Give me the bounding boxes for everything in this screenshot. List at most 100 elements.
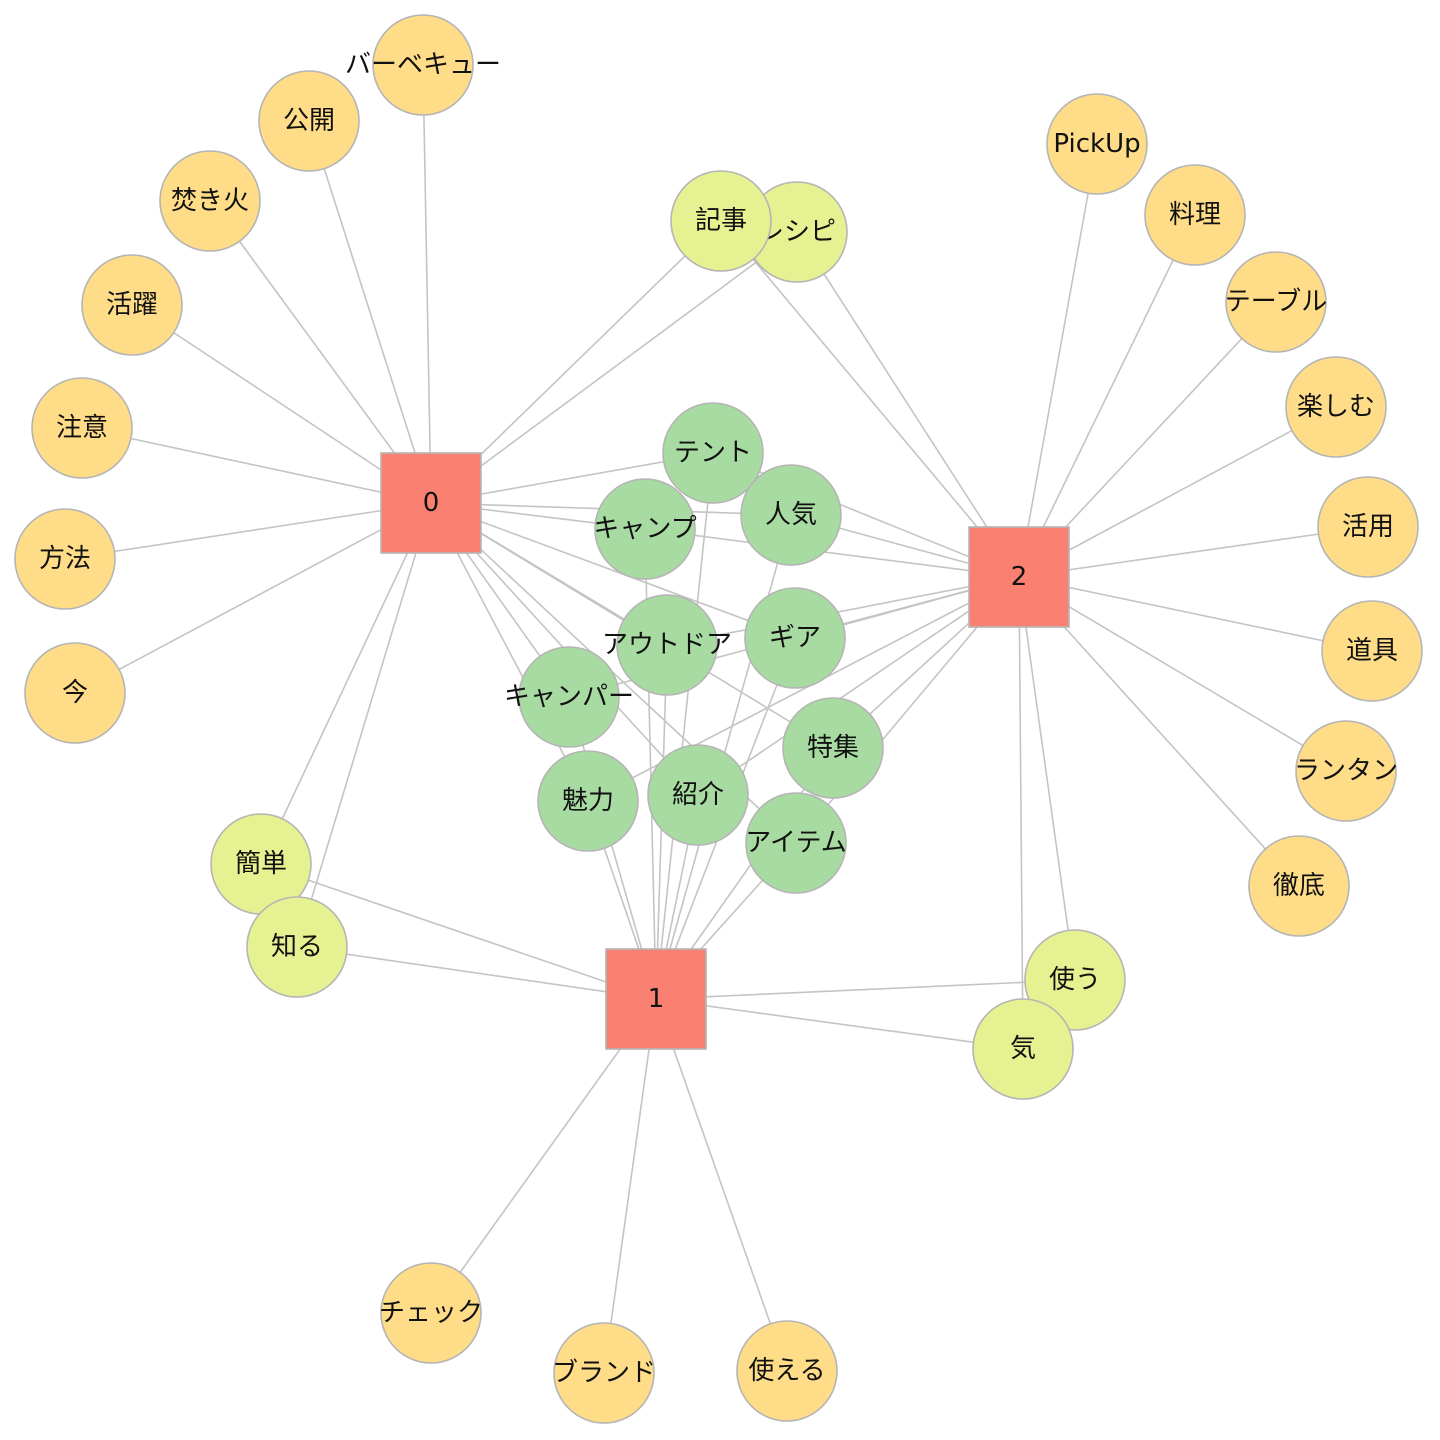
word-node[interactable]: 紹介 xyxy=(647,744,749,846)
word-node[interactable]: 使う xyxy=(1024,929,1126,1031)
edge-w19-c2 xyxy=(796,231,1020,578)
word-node[interactable]: 今 xyxy=(24,642,126,744)
word-node-label: ブランド xyxy=(552,1358,656,1388)
cluster-node-label: 0 xyxy=(423,488,440,518)
edge-w22-c0 xyxy=(296,502,432,948)
word-node[interactable]: ランタン xyxy=(1294,720,1398,822)
word-node-circle xyxy=(258,70,360,172)
word-node-circle xyxy=(1248,835,1350,937)
word-node[interactable]: 徹底 xyxy=(1248,835,1350,937)
word-node-circle xyxy=(518,646,620,748)
word-node-circle xyxy=(24,642,126,744)
edge-w24-c1 xyxy=(655,998,1024,1050)
word-node-label: 魅力 xyxy=(562,786,614,816)
edge-w17-c1 xyxy=(603,998,657,1374)
word-node[interactable]: 楽しむ xyxy=(1285,356,1387,458)
word-node[interactable]: 公開 xyxy=(258,70,360,172)
word-node-label: キャンパー xyxy=(504,682,634,712)
word-node-circle xyxy=(537,750,639,852)
word-node[interactable]: 活用 xyxy=(1317,476,1419,578)
edge-w1-c0 xyxy=(422,64,432,504)
word-node[interactable]: 簡単 xyxy=(210,813,312,915)
word-node-circle xyxy=(782,697,884,799)
word-node-label: テント xyxy=(674,438,752,468)
word-node-circle xyxy=(1285,356,1387,458)
word-node[interactable]: 人気 xyxy=(740,464,842,566)
cluster-node[interactable]: 2 xyxy=(968,526,1070,628)
word-node-label: 楽しむ xyxy=(1297,392,1375,422)
word-node-label: 道具 xyxy=(1346,636,1398,666)
word-node[interactable]: PickUp xyxy=(1046,93,1148,195)
word-node-label: 活躍 xyxy=(106,290,158,320)
edge-w21-c1 xyxy=(260,863,657,1000)
word-node-label: アイテム xyxy=(745,828,846,858)
word-node-label: 徹底 xyxy=(1273,871,1325,901)
word-node[interactable]: キャンプ xyxy=(593,478,697,580)
cluster-node-square xyxy=(380,452,482,554)
word-node[interactable]: 記事 xyxy=(670,170,772,272)
word-node-circle xyxy=(1046,93,1148,195)
edge-w29-c2 xyxy=(666,576,1020,646)
edge-w13-c2 xyxy=(1018,576,1373,652)
word-node-circle xyxy=(14,508,116,610)
edge-w19-c0 xyxy=(430,231,798,504)
word-node-label: ランタン xyxy=(1294,756,1398,786)
word-node-circle xyxy=(1024,929,1126,1031)
word-node[interactable]: ギア xyxy=(744,587,846,689)
word-node-circle xyxy=(1317,476,1419,578)
word-node-label: 公開 xyxy=(283,106,335,136)
word-node[interactable]: 魅力 xyxy=(537,750,639,852)
word-node-circle xyxy=(553,1322,655,1424)
edge-w18-c1 xyxy=(655,998,788,1372)
edge-w28-c0 xyxy=(430,502,796,639)
word-node[interactable]: 料理 xyxy=(1144,164,1246,266)
word-node[interactable]: アウトドア xyxy=(602,594,732,696)
cluster-node[interactable]: 0 xyxy=(380,452,482,554)
word-node-label: 活用 xyxy=(1342,512,1394,542)
word-node-circle xyxy=(647,744,749,846)
word-node-label: テーブル xyxy=(1225,287,1327,317)
word-node-label: 紹介 xyxy=(672,780,724,810)
cluster-node-square xyxy=(605,948,707,1050)
word-node[interactable]: 使える xyxy=(736,1320,838,1422)
word-node[interactable]: キャンパー xyxy=(504,646,634,748)
word-node[interactable]: 方法 xyxy=(14,508,116,610)
edge-w5-c0 xyxy=(81,427,432,504)
word-node[interactable]: アイテム xyxy=(745,792,847,894)
word-node-label: チェック xyxy=(379,1298,483,1328)
edge-w7-c0 xyxy=(74,502,432,694)
edge-w2-c0 xyxy=(308,120,432,504)
word-node-circle xyxy=(380,1262,482,1364)
word-node-circle xyxy=(159,150,261,252)
word-node-circle xyxy=(1321,600,1423,702)
word-node[interactable]: バーベキュー xyxy=(345,14,501,116)
word-node[interactable]: ブランド xyxy=(552,1322,656,1424)
word-node[interactable]: 活躍 xyxy=(81,254,183,356)
edge-w21-c0 xyxy=(260,502,432,865)
word-node[interactable]: テーブル xyxy=(1225,251,1327,353)
word-node[interactable]: 知る xyxy=(246,896,348,998)
word-node-circle xyxy=(745,792,847,894)
word-node-circle xyxy=(1295,720,1397,822)
word-node-label: 特集 xyxy=(807,733,859,763)
word-node[interactable]: 道具 xyxy=(1321,600,1423,702)
word-node-circle xyxy=(372,14,474,116)
edge-w15-c2 xyxy=(1018,576,1300,887)
cluster-node[interactable]: 1 xyxy=(605,948,707,1050)
word-node-label: キャンプ xyxy=(593,514,696,544)
word-node[interactable]: 気 xyxy=(972,998,1074,1100)
word-node-label: 記事 xyxy=(695,206,747,236)
word-node-label: 簡単 xyxy=(235,849,287,879)
cluster-node-label: 2 xyxy=(1011,562,1028,592)
word-node[interactable]: 注意 xyxy=(31,377,133,479)
word-node[interactable]: 焚き火 xyxy=(159,150,261,252)
edge-w20-c2 xyxy=(720,220,1020,578)
word-node-label: アウトドア xyxy=(602,630,732,660)
word-node[interactable]: テント xyxy=(662,402,764,504)
word-node-circle xyxy=(744,587,846,689)
edge-w9-c2 xyxy=(1018,214,1196,578)
word-node[interactable]: 特集 xyxy=(782,697,884,799)
word-node[interactable]: チェック xyxy=(379,1262,483,1364)
edge-w23-c2 xyxy=(1018,576,1076,981)
